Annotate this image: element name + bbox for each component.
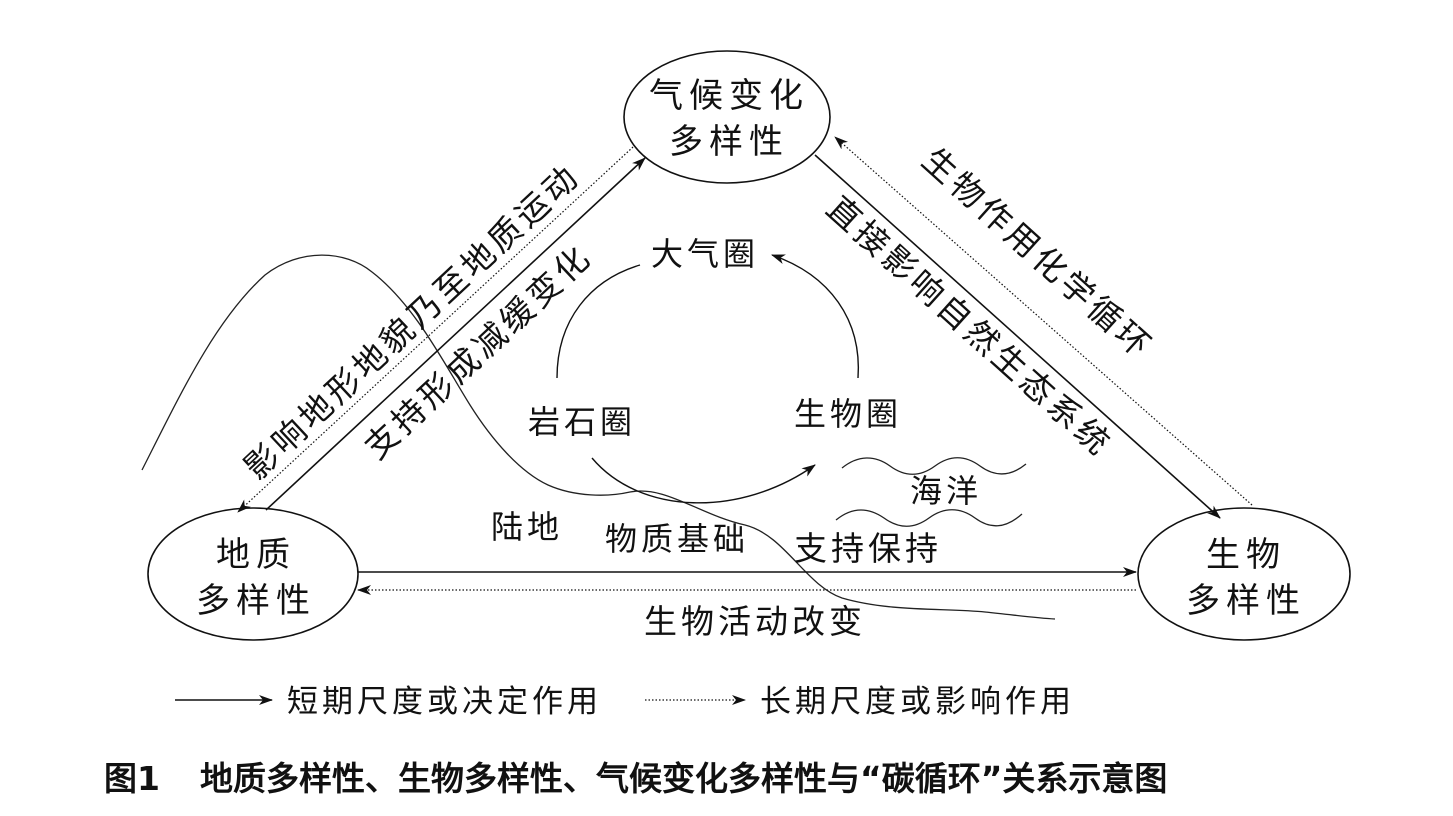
climate-node-line1: 气候变化 [649,76,809,116]
figure-caption: 地质多样性、生物多样性、气候变化多样性与“碳循环”关系示意图 [200,759,1167,798]
bio-node-line2: 多样性 [1186,581,1306,621]
geo-node-line2: 多样性 [196,581,316,621]
land-label: 陆地 [491,508,563,546]
arrow-geo-to-climate [265,157,646,511]
arrow-climate-to-geo [237,146,634,513]
legend-dotted-label: 长期尺度或影响作用 [760,684,1075,720]
climate-node-ellipse [623,50,831,184]
label-bio-to-geo: 生物活动改变 [644,602,866,641]
cycle-arc-litho-to-atmo [556,264,641,379]
label-geo-to-bio: 支持保持 [794,529,942,568]
geo-node-line1: 地质 [216,535,296,575]
climate-node-line2: 多样性 [669,122,789,162]
bio-node-ellipse [1137,507,1351,641]
ocean-wave-top [841,457,1027,475]
lithosphere-label: 岩石圈 [528,403,636,441]
figure-number: 图1 [104,759,160,798]
cycle-arc-bio-to-atmo [771,254,860,379]
material-basis-label: 物质基础 [605,520,749,558]
ocean-label: 海洋 [910,472,982,510]
bio-node-line1: 生物 [1206,535,1286,575]
legend-solid-label: 短期尺度或决定作用 [287,684,602,720]
geo-node-ellipse [147,507,359,641]
atmosphere-label: 大气圈 [651,235,759,273]
cycle-arc-litho-to-bio [591,457,816,504]
arrow-climate-to-bio [814,154,1221,519]
mountain-outline [141,254,1056,620]
arrow-bio-to-climate [834,136,1253,506]
biosphere-label: 生物圈 [794,395,902,433]
ocean-wave-bottom [835,509,1023,527]
